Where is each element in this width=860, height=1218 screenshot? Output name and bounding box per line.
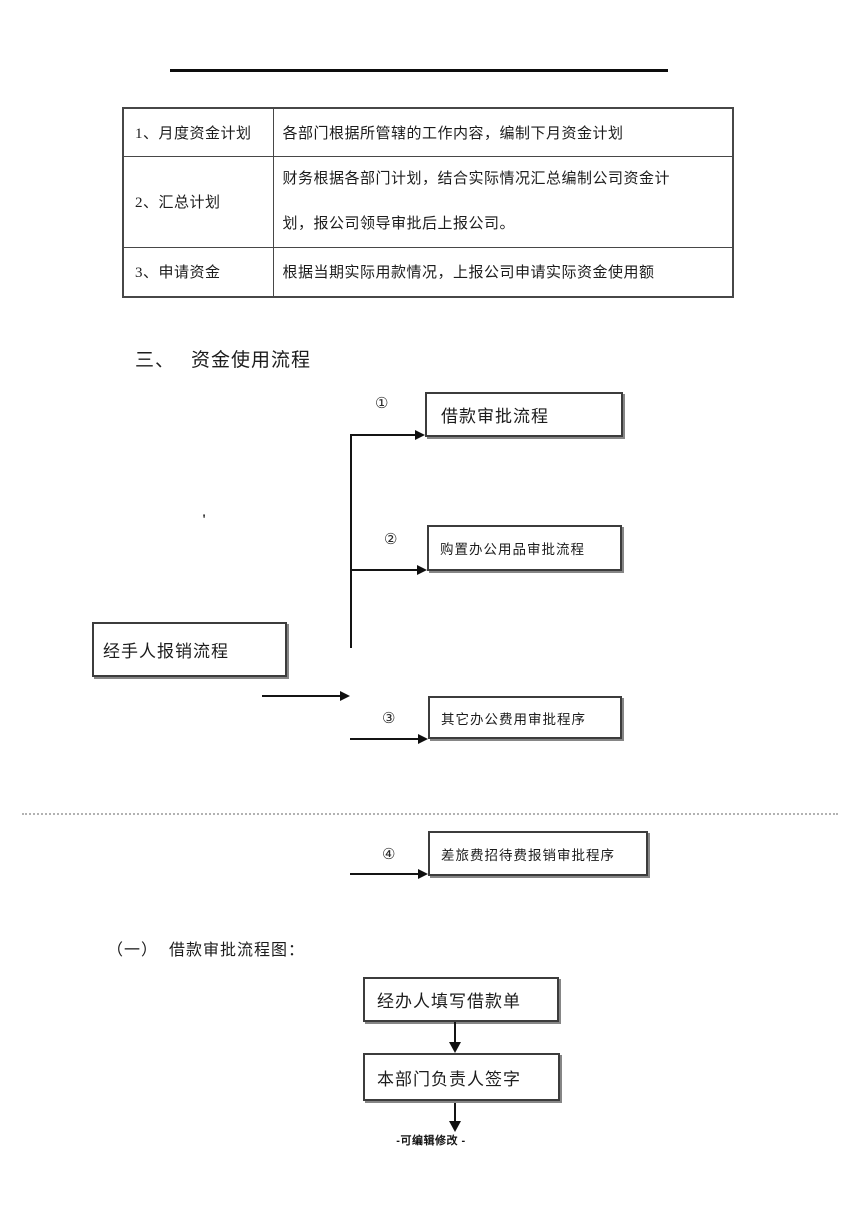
table-cell-label: 2、汇总计划 xyxy=(122,155,274,248)
row-desc-line: 财务根据各部门计划，结合实际情况汇总编制公司资金计 xyxy=(282,170,671,187)
flow-box-department-head-signature: 本部门负责人签字 xyxy=(363,1053,560,1101)
branch4-arrow-line xyxy=(350,873,419,875)
flow-box-label: 经手人报销流程 xyxy=(103,642,229,661)
row-label: 3、申请资金 xyxy=(135,265,221,282)
branch3-arrow-line xyxy=(350,738,419,740)
flow-box-label: 差旅费招待费报销审批程序 xyxy=(441,847,615,863)
flow-box-fill-loan-form: 经办人填写借款单 xyxy=(363,977,559,1022)
branch1-arrowhead-icon xyxy=(415,430,425,440)
stray-apostrophe-mark: ' xyxy=(202,512,207,528)
branch3-number: ③ xyxy=(382,711,396,727)
table-row: 2、汇总计划 财务根据各部门计划，结合实际情况汇总编制公司资金计 划，报公司领导… xyxy=(122,155,734,248)
row-label: 2、汇总计划 xyxy=(135,195,221,211)
page-break-dotted-line xyxy=(22,813,838,815)
flow-box-label: 经办人填写借款单 xyxy=(377,992,521,1011)
branch4-number: ④ xyxy=(382,847,396,863)
flow-box-handler-reimbursement: 经手人报销流程 xyxy=(92,622,287,677)
table-cell-label: 1、月度资金计划 xyxy=(122,107,274,157)
table-cell-desc: 财务根据各部门计划，结合实际情况汇总编制公司资金计 划，报公司领导审批后上报公司… xyxy=(272,155,734,248)
flow-box-loan-approval: 借款审批流程 xyxy=(425,392,623,437)
source-arrow-line xyxy=(262,695,341,697)
table-cell-desc: 根据当期实际用款情况，上报公司申请实际资金使用额 xyxy=(272,246,734,298)
section-title: 资金使用流程 xyxy=(191,350,312,371)
flow-box-office-supplies-approval: 购置办公用品审批流程 xyxy=(427,525,622,571)
funds-plan-table: 1、月度资金计划 各部门根据所管辖的工作内容，编制下月资金计划 2、汇总计划 财… xyxy=(122,107,734,298)
table-row: 3、申请资金 根据当期实际用款情况，上报公司申请实际资金使用额 xyxy=(122,246,734,298)
step-arrow-line xyxy=(454,1103,456,1122)
row-desc-line: 划，报公司领导审批后上报公司。 xyxy=(282,215,516,232)
table-cell-desc: 各部门根据所管辖的工作内容，编制下月资金计划 xyxy=(272,107,734,157)
section-number: 三、 xyxy=(135,350,176,371)
table-row: 1、月度资金计划 各部门根据所管辖的工作内容，编制下月资金计划 xyxy=(122,107,734,157)
flow-trunk-line xyxy=(350,436,352,648)
flow-box-label: 本部门负责人签字 xyxy=(377,1069,521,1089)
flow-box-travel-entertainment-reimbursement: 差旅费招待费报销审批程序 xyxy=(428,831,648,876)
section-number: （一） xyxy=(107,942,159,959)
editable-note-footer: -可编辑修改 - xyxy=(396,1135,466,1147)
flow-box-other-office-expense-approval: 其它办公费用审批程序 xyxy=(428,696,622,739)
table-cell-label: 3、申请资金 xyxy=(122,246,274,298)
section-title: 借款审批流程图： xyxy=(169,942,306,959)
step-arrowhead-icon xyxy=(449,1121,461,1132)
section-heading-loan-approval-diagram: （一） 借款审批流程图： xyxy=(107,936,305,960)
branch2-arrowhead-icon xyxy=(417,565,427,575)
branch2-arrow-line xyxy=(350,569,418,571)
row-label: 1、月度资金计划 xyxy=(135,125,252,142)
source-arrowhead-icon xyxy=(340,691,350,701)
branch2-number: ② xyxy=(384,532,398,548)
flow-box-label: 借款审批流程 xyxy=(441,407,549,426)
branch4-arrowhead-icon xyxy=(418,869,428,879)
branch3-arrowhead-icon xyxy=(418,734,428,744)
branch1-arrow-line xyxy=(350,434,416,436)
step-arrowhead-icon xyxy=(449,1042,461,1053)
flow-box-label: 其它办公费用审批程序 xyxy=(441,711,586,727)
row-desc-line: 各部门根据所管辖的工作内容，编制下月资金计划 xyxy=(282,125,624,142)
flow-box-label: 购置办公用品审批流程 xyxy=(440,542,585,557)
branch1-number: ① xyxy=(375,396,389,412)
section-heading-funds-usage: 三、资金使用流程 xyxy=(135,345,311,372)
row-desc-line: 根据当期实际用款情况，上报公司申请实际资金使用额 xyxy=(282,265,655,282)
step-arrow-line xyxy=(454,1022,456,1043)
header-rule xyxy=(170,69,668,72)
